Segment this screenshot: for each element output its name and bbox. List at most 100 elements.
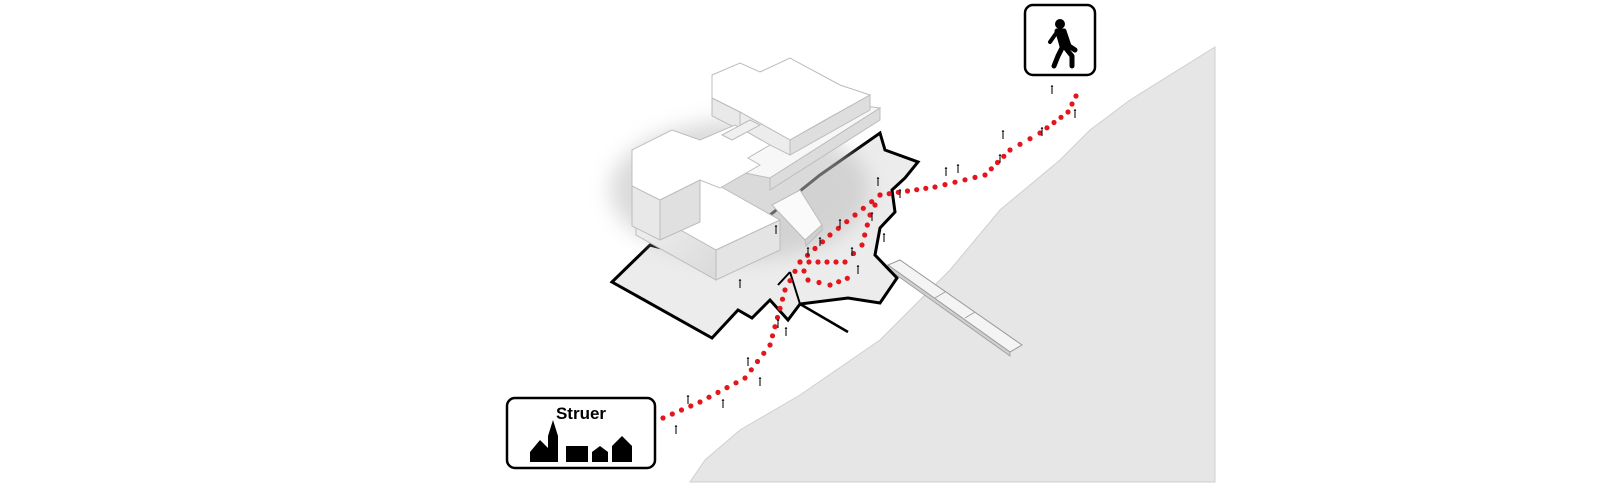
person-head <box>850 247 854 250</box>
town-sign-label: Struer <box>556 404 606 423</box>
route-dot <box>844 275 850 281</box>
person-head <box>1001 130 1005 133</box>
person-head <box>686 395 690 398</box>
person-head <box>721 399 725 402</box>
route-dot <box>1044 125 1050 131</box>
route-dot <box>862 232 868 238</box>
route-dot <box>706 394 712 400</box>
route-dot <box>852 212 858 218</box>
route-dot <box>774 314 781 321</box>
route-dot <box>827 282 833 288</box>
route-dot <box>777 305 783 311</box>
person-head <box>674 425 678 428</box>
person-head <box>806 247 810 250</box>
route-dot <box>715 389 721 395</box>
pedestrian-walking-icon <box>1048 19 1078 69</box>
route-dot <box>782 287 788 293</box>
people-figures <box>674 85 1077 434</box>
route-dot <box>1037 130 1043 136</box>
route-dot <box>1051 119 1057 126</box>
route-dot <box>1017 141 1023 147</box>
route-dot <box>860 205 866 211</box>
route-dot <box>864 222 870 228</box>
route-dot <box>660 415 666 421</box>
person-head <box>998 154 1002 157</box>
plaza-inner-line <box>789 271 801 305</box>
route-dot <box>688 403 694 409</box>
plaza-inner-line <box>777 271 791 286</box>
route-dot <box>827 232 833 238</box>
person-head <box>1040 127 1044 130</box>
route-dot <box>886 191 892 197</box>
route-dot <box>859 242 865 248</box>
route-dot <box>914 187 920 193</box>
person-head <box>898 189 902 192</box>
route-dot <box>767 342 773 348</box>
plaza-inner-line <box>799 302 849 334</box>
person-head <box>738 279 742 282</box>
route-dot <box>697 399 703 405</box>
route-dot <box>824 259 830 265</box>
route-dot <box>761 350 767 356</box>
route-dot <box>904 188 911 194</box>
route-dot <box>772 324 778 330</box>
museum-building <box>631 57 882 281</box>
route-dot <box>836 279 842 285</box>
route-dot <box>815 259 821 265</box>
pedestrian-sign <box>1023 3 1097 77</box>
person-head <box>818 237 822 240</box>
route-dot <box>923 185 929 191</box>
route-dot <box>1001 153 1007 159</box>
route-dot <box>994 159 1001 166</box>
person-head <box>944 167 948 170</box>
route-dot <box>1073 93 1079 99</box>
route-dot <box>1069 101 1075 107</box>
person-head <box>1050 85 1054 88</box>
route-dot <box>733 380 739 386</box>
route-dot <box>942 182 948 188</box>
route-dot <box>754 358 761 365</box>
person-head <box>774 225 778 228</box>
route-dot <box>797 259 803 265</box>
route-dot <box>872 202 878 208</box>
route-dot <box>801 268 807 274</box>
person-head <box>838 219 842 222</box>
person-head <box>856 265 860 268</box>
route-dot <box>1058 114 1064 120</box>
route-dot <box>1007 147 1013 153</box>
route-dot <box>792 268 798 274</box>
person-head <box>870 212 874 215</box>
route-dot <box>742 375 748 381</box>
route-dot <box>844 219 850 225</box>
route-dot <box>724 385 730 391</box>
route-dot <box>833 259 839 265</box>
route-dot <box>982 172 988 178</box>
route-dot <box>952 179 958 185</box>
town-sign: Struer <box>505 396 657 470</box>
route-dot <box>816 279 822 286</box>
route-dot <box>669 411 675 417</box>
person-head <box>956 164 960 167</box>
route-dot <box>1027 136 1033 142</box>
route-dot <box>988 166 994 172</box>
person-head <box>784 327 788 330</box>
route-dot <box>806 259 812 265</box>
person-head <box>776 319 780 322</box>
route-dot <box>812 245 818 252</box>
person-head <box>746 357 750 360</box>
town-skyline-icon <box>530 420 632 462</box>
route-dot <box>748 367 754 373</box>
person-head <box>882 233 886 236</box>
route-dot <box>678 407 685 413</box>
route-dot <box>869 199 875 205</box>
route-dot <box>787 278 793 284</box>
route-dot <box>805 277 811 283</box>
person-head <box>1073 109 1077 112</box>
route-dot <box>877 192 883 198</box>
route-dot <box>962 177 968 183</box>
route-dot <box>819 239 826 245</box>
route-dot <box>769 333 776 339</box>
route-dot <box>932 184 938 190</box>
route-dot <box>842 259 848 265</box>
